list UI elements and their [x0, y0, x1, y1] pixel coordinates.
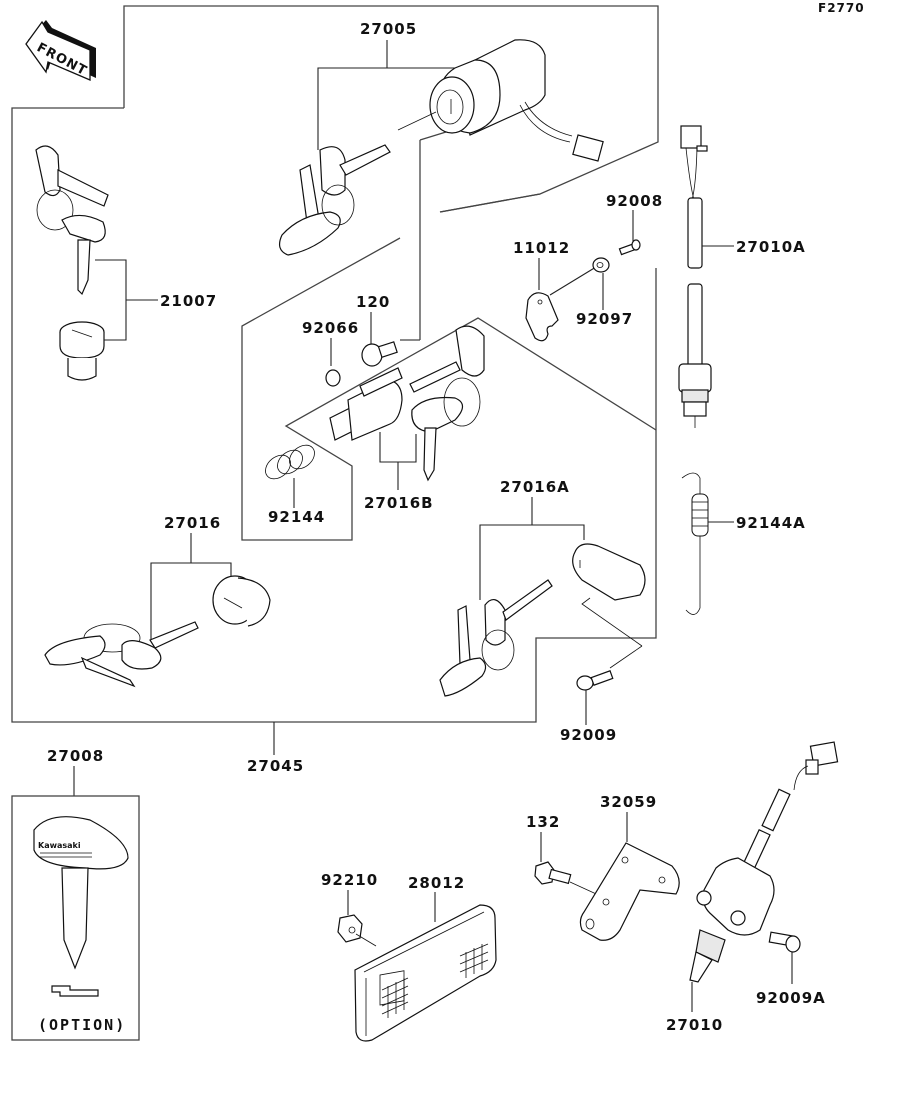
bolt-120: [361, 341, 398, 367]
spring-92144: [265, 444, 315, 480]
option-label: (OPTION): [38, 1016, 126, 1034]
part-label-92097: 92097: [576, 310, 633, 328]
spring-92144A: [681, 472, 709, 615]
part-label-28012: 28012: [408, 874, 465, 892]
bolt-132: [534, 861, 572, 885]
part-label-132: 132: [526, 813, 560, 831]
figure-code: F2770: [818, 1, 865, 15]
part-label-92144: 92144: [268, 508, 325, 526]
switch-27010: [689, 741, 839, 983]
part-label-92009: 92009: [560, 726, 617, 744]
screw-92009: [576, 670, 614, 691]
part-label-120: 120: [356, 293, 390, 311]
part-label-11012: 11012: [513, 239, 570, 257]
key-pair-27005: [278, 144, 391, 256]
option-box: [11, 795, 140, 1041]
part-label-92210: 92210: [321, 871, 378, 889]
seat-lock-27016B: [329, 325, 485, 482]
reflector-28012: [354, 904, 497, 1042]
part-label-27010: 27010: [666, 1016, 723, 1034]
bracket-plate-11012: [525, 292, 559, 342]
lock-with-keys-27016A: [439, 543, 646, 697]
bracket-32059: [579, 842, 680, 941]
front-arrow-icon: FRONT: [25, 20, 96, 81]
part-label-27045: 27045: [247, 757, 304, 775]
bolt-92008: [618, 239, 641, 256]
part-label-32059: 32059: [600, 793, 657, 811]
nut-92210: [337, 914, 363, 943]
switch-lead-27010A: [678, 125, 712, 428]
bolt-92009A: [768, 931, 801, 953]
part-label-27016: 27016: [164, 514, 221, 532]
key-brand-label: Kawasaki: [38, 841, 81, 850]
part-label-27016B: 27016B: [364, 494, 434, 512]
key-blank-27008: Kawasaki: [33, 816, 129, 997]
ignition-switch-27005: [397, 39, 604, 162]
washer-92097: [592, 257, 610, 273]
part-label-27008: 27008: [47, 747, 104, 765]
key-cylinder-21007: [35, 145, 109, 381]
reflector-grid-left: [381, 977, 409, 1018]
part-label-92009A: 92009A: [756, 989, 826, 1007]
part-label-27016A: 27016A: [500, 478, 570, 496]
part-label-27005: 27005: [360, 20, 417, 38]
plug-92066: [325, 369, 341, 387]
lock-set-frame-left: [11, 107, 657, 723]
part-label-92008: 92008: [606, 192, 663, 210]
part-label-92066: 92066: [302, 319, 359, 337]
sub-frame-27016B: [241, 237, 657, 541]
reflector-grid-right: [459, 943, 489, 978]
part-label-27010A: 27010A: [736, 238, 806, 256]
lock-with-keys-27016: [44, 575, 271, 688]
part-label-21007: 21007: [160, 292, 217, 310]
part-label-92144A: 92144A: [736, 514, 806, 532]
